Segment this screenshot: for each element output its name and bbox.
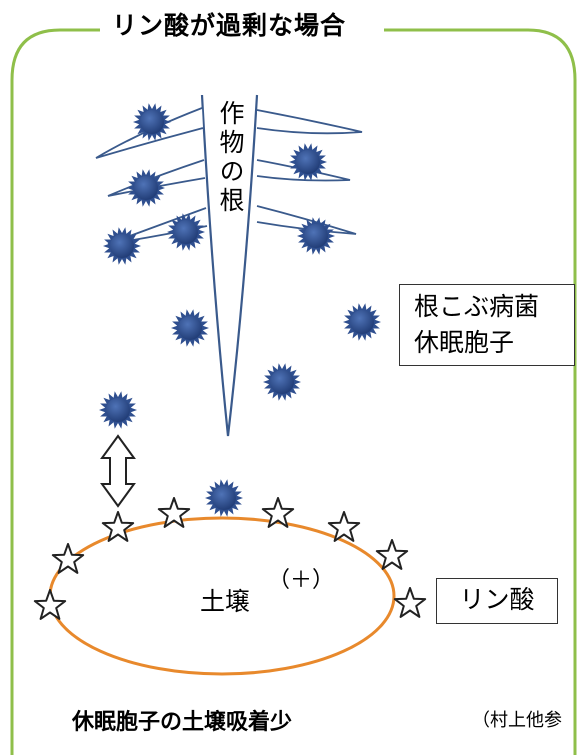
conclusion-text: 休眠胞子の土壌吸着少 xyxy=(72,710,293,735)
frame-border xyxy=(10,28,577,755)
phosphate-star-icon xyxy=(33,589,67,620)
double-arrow-icon xyxy=(100,434,136,508)
phosphate-star-icon xyxy=(261,497,295,528)
spore-label-line2: 休眠胞子 xyxy=(414,328,515,357)
spore-core xyxy=(106,398,130,422)
spore-group xyxy=(99,103,381,517)
phosphate-star-icon xyxy=(393,587,427,618)
spore-core xyxy=(174,220,198,244)
spore-core xyxy=(304,224,328,248)
diagram-title: リン酸が過剰な場合 xyxy=(104,6,355,42)
spore-label-line1: 根こぶ病菌 xyxy=(414,292,540,321)
spore-core xyxy=(270,370,294,394)
spore-core xyxy=(296,150,320,174)
soil-charge-label: （＋） xyxy=(268,568,335,593)
phosphate-group xyxy=(33,497,427,620)
root-hair-icon xyxy=(256,205,357,235)
source-citation: （村上他参 xyxy=(472,710,562,731)
spore-core xyxy=(350,310,374,334)
spore-core xyxy=(178,316,202,340)
phosphate-star-icon xyxy=(101,511,135,542)
soil-label: 土壌 xyxy=(200,587,251,616)
spore-core xyxy=(134,176,158,200)
spore-core xyxy=(110,234,134,258)
phosphate-legend-box: リン酸 xyxy=(436,578,558,624)
root-label: 作物の根 xyxy=(216,100,245,216)
phosphate-star-icon xyxy=(157,497,191,528)
phosphate-star-icon xyxy=(375,539,409,570)
spore-legend-box: 根こぶ病菌 休眠胞子 xyxy=(399,284,575,366)
spore-core xyxy=(212,486,236,510)
root-hair-icon xyxy=(256,109,363,135)
spore-core xyxy=(140,110,164,134)
phosphate-star-icon xyxy=(327,511,361,542)
root-body-icon xyxy=(200,94,259,437)
phosphate-star-icon xyxy=(51,543,85,574)
